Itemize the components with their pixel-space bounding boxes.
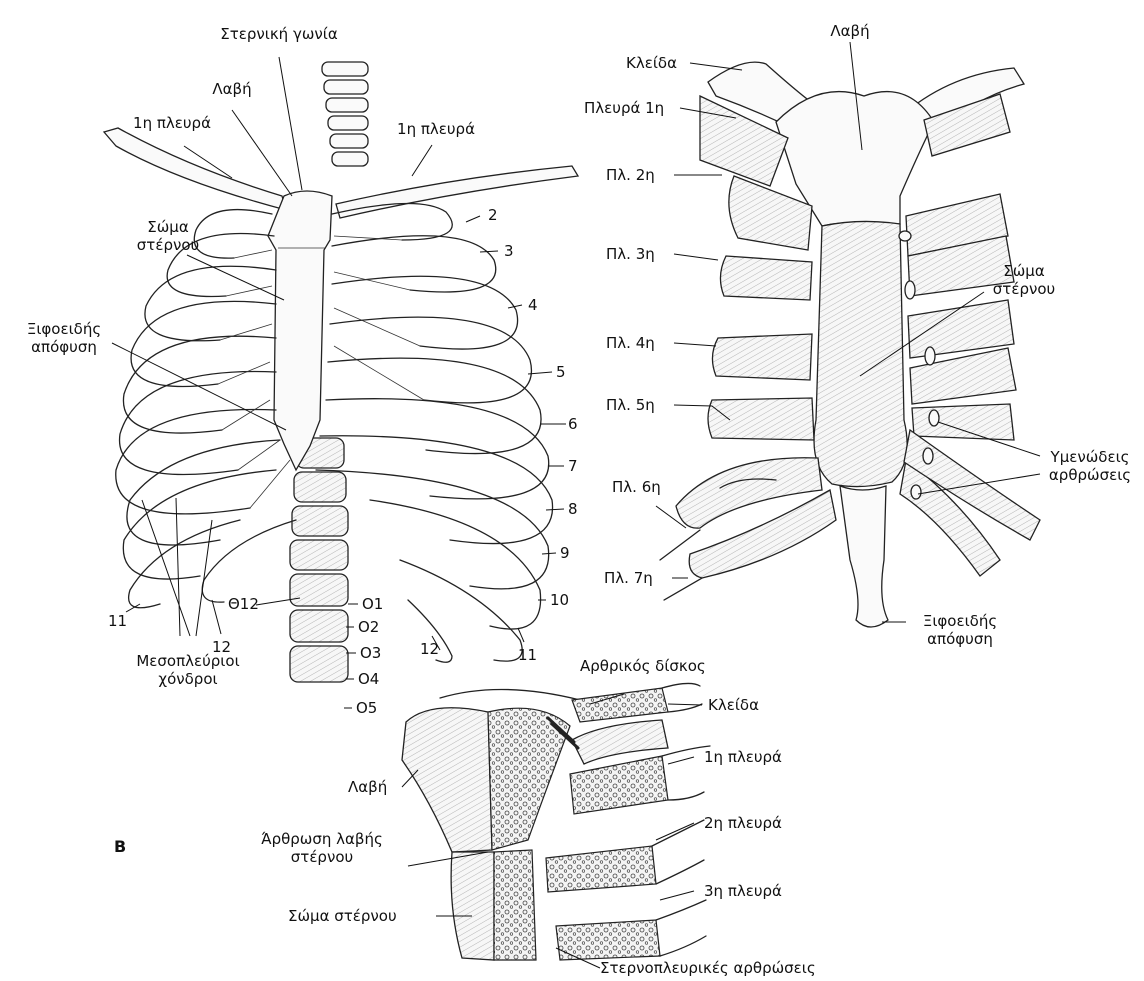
clavicle-b [572, 688, 668, 722]
right-ribs [316, 203, 553, 662]
label-xiphoid-r: Ξιφοειδής απόφυση [923, 612, 997, 648]
label-clavicle-b: Κλείδα [708, 696, 759, 714]
label-rib3-r: Πλ. 3η [606, 245, 655, 263]
left-clavicle-a [104, 128, 286, 210]
label-rib1-b: 1η πλευρά [704, 748, 782, 766]
lumbar-spine [290, 438, 348, 682]
manubrium-b [402, 708, 492, 852]
label-articular-disc: Αρθρικός δίσκος [580, 657, 706, 675]
right-clavicle-a [336, 166, 578, 218]
label-sternocostal-joints: Στερνοπλευρικές αρθρώσεις [600, 959, 816, 977]
label-synovial-joints: Υμενώδεις αρθρώσεις [1049, 448, 1131, 484]
label-l3: Ο3 [360, 644, 381, 662]
label-rib4-r: Πλ. 4η [606, 334, 655, 352]
rib2-section-b [546, 846, 656, 892]
label-sternal-angle: Στερνική γωνία [220, 25, 338, 43]
label-manubrium-a: Λαβή [212, 80, 251, 98]
sternal-body-section-b [494, 850, 536, 960]
label-rib11-left: 11 [108, 612, 127, 630]
rib-number-7: 7 [568, 457, 578, 475]
label-rib2-r: Πλ. 2η [606, 166, 655, 184]
rib-cage-anterior-drawing [104, 57, 578, 708]
rib-number-5: 5 [556, 363, 566, 381]
label-rib6-r: Πλ. 6η [612, 478, 661, 496]
rib1-section-b [570, 756, 668, 814]
label-interchondral: Μεσοπλεύριοι χόνδροι [136, 652, 239, 688]
label-clavicle-r: Κλείδα [626, 54, 677, 72]
label-manubrium-b: Λαβή [348, 778, 387, 796]
panel-letter-b: B [114, 838, 126, 856]
xiphoid-r [840, 486, 888, 627]
sternocostal-section-drawing [402, 683, 710, 968]
sternum-detail-drawing [656, 42, 1040, 627]
label-rib2-b: 2η πλευρά [704, 814, 782, 832]
rib-number-3: 3 [504, 242, 514, 260]
thoracic-spine [322, 62, 368, 166]
label-rib3-b: 3η πλευρά [704, 882, 782, 900]
label-first-rib-right: 1η πλευρά [397, 120, 475, 138]
label-manubrium-r: Λαβή [830, 22, 869, 40]
label-xiphoid-a: Ξιφοειδής απόφυση [27, 320, 101, 356]
label-l1: Ο1 [362, 595, 383, 613]
rib-number-9: 9 [560, 544, 570, 562]
label-rib11-right: 11 [518, 646, 537, 664]
rib-number-2: 2 [488, 206, 498, 224]
rib3-section-b [556, 920, 660, 960]
sternum-a [268, 191, 332, 470]
rib-number-4: 4 [528, 296, 538, 314]
label-sternal-body-b: Σώμα στέρνου [288, 907, 397, 925]
label-manubriosternal-joint: Άρθρωση λαβής στέρνου [261, 830, 383, 866]
rib-number-8: 8 [568, 500, 578, 518]
label-rib7-r: Πλ. 7η [604, 569, 653, 587]
left-ribs [116, 210, 296, 608]
label-l4: Ο4 [358, 670, 379, 688]
label-t12: Θ12 [228, 595, 259, 613]
label-l5: Ο5 [356, 699, 377, 717]
label-sternal-body-r: Σώμα στέρνου [993, 262, 1055, 298]
label-sternal-body-a: Σώμα στέρνου [137, 218, 199, 254]
label-rib12-right: 12 [420, 640, 439, 658]
rib-number-10: 10 [550, 591, 569, 609]
label-l2: Ο2 [358, 618, 379, 636]
sternal-body-b [451, 852, 494, 960]
label-first-rib-left: 1η πλευρά [133, 114, 211, 132]
rib-number-6: 6 [568, 415, 578, 433]
label-rib5-r: Πλ. 5η [606, 396, 655, 414]
label-rib1-r: Πλευρά 1η [584, 99, 664, 117]
